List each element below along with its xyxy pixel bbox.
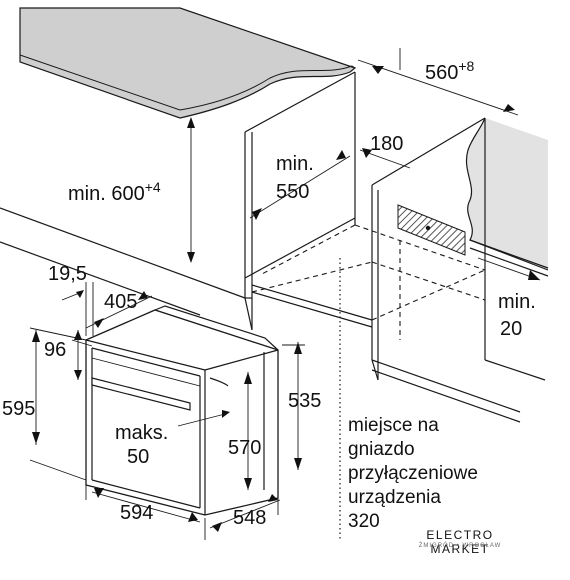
dimension-lines: [29, 48, 541, 540]
label-595: 595: [2, 398, 35, 420]
socket-note-line-4: urządzenia: [348, 487, 441, 508]
label-405: 405: [104, 291, 137, 313]
logo-sub-text: ŻMIGRÓD • WROCŁAW: [418, 543, 502, 549]
side-panel: [371, 117, 549, 381]
label-min-600: min. 600+4: [68, 179, 161, 205]
electro-market-logo: ELECTRO MARKET ŻMIGRÓD • WROCŁAW: [395, 522, 525, 562]
label-594: 594: [120, 502, 153, 524]
countertop: [19, 7, 357, 119]
label-min-20-line2: 20: [500, 318, 522, 340]
label-maks-line1: maks.: [115, 422, 168, 444]
dimension-labels: 560+8 min. 600+4 min. 550 180 min. 20 19…: [2, 58, 536, 529]
label-min-20-line1: min.: [498, 291, 536, 313]
socket-note-line-3: przyłączeniowe: [348, 463, 478, 484]
label-548: 548: [233, 507, 266, 529]
label-535: 535: [288, 390, 321, 412]
label-570: 570: [228, 437, 261, 459]
label-min-550-line2: 550: [276, 181, 309, 203]
socket-note-line-1: miejsce na: [348, 415, 439, 436]
socket-note-line-2: gniazdo: [348, 439, 415, 460]
label-maks-line2: 50: [127, 446, 149, 468]
label-19-5: 19,5: [48, 263, 87, 285]
cabinet: [0, 71, 546, 423]
label-min-550-line1: min.: [276, 153, 314, 175]
socket-note-line-5: 320: [348, 511, 380, 532]
oven: [85, 305, 279, 516]
label-560: 560+8: [425, 58, 475, 84]
label-180: 180: [370, 133, 403, 155]
label-96: 96: [44, 339, 66, 361]
logo-main-text: ELECTRO MARKET: [426, 528, 494, 556]
socket-note: miejsce na gniazdo przyłączeniowe urządz…: [348, 415, 478, 532]
